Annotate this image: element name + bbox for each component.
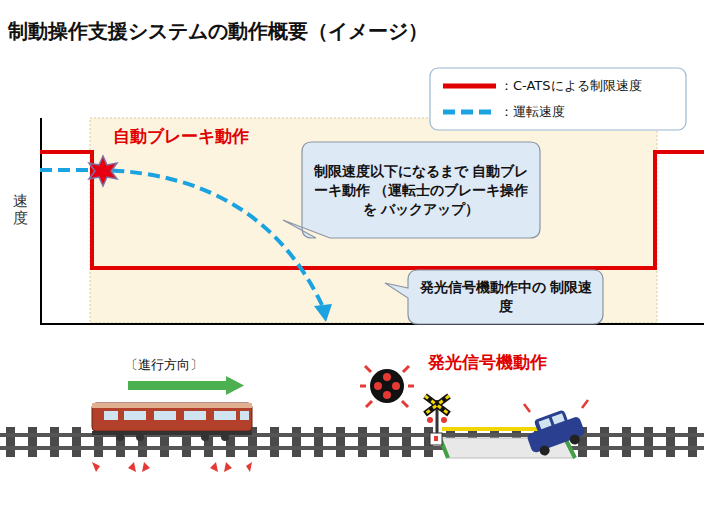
brake-star	[89, 156, 117, 186]
sleepers	[0, 427, 704, 457]
legend-text: ：運転速度	[500, 103, 565, 121]
label: 発光信号機動作	[428, 351, 547, 374]
label: 自動ブレーキ動作	[113, 125, 249, 148]
active-region	[90, 118, 657, 323]
car	[522, 405, 587, 459]
callout-bubble	[385, 270, 603, 324]
y-axis	[40, 118, 42, 324]
label: 速度	[13, 193, 28, 226]
legend-sample	[443, 84, 496, 89]
callout-box: 制限速度以下になるまで 自動ブレーキ動作 （運転士のブレーキ操作を バックアップ…	[305, 160, 537, 221]
direction-arrow	[226, 376, 244, 395]
x-axis	[40, 323, 704, 325]
label: 〔進行方向〕	[125, 356, 203, 374]
legend-text: ：C-ATSによる制限速度	[500, 77, 642, 95]
callout-text: 発光信号機動作中の 制限速度	[415, 278, 597, 316]
train	[92, 403, 252, 441]
light-signal	[360, 366, 414, 407]
legend-sample	[443, 110, 496, 115]
car-stripes	[524, 400, 588, 412]
limit-speed-line	[40, 152, 704, 268]
running-speed-line	[40, 170, 322, 305]
callout-text: 制限速度以下になるまで 自動ブレーキ動作 （運転士のブレーキ操作を バックアップ…	[309, 162, 533, 219]
callout-bubble	[283, 142, 540, 238]
title: 制動操作支援システムの動作概要（イメージ）	[8, 18, 428, 45]
rail	[0, 446, 704, 450]
arrowhead	[314, 304, 332, 322]
direction-arrow	[128, 381, 228, 390]
brake-sparks	[92, 462, 252, 472]
callout-box: 発光信号機動作中の 制限速度	[411, 276, 601, 318]
legend-box	[430, 68, 686, 130]
